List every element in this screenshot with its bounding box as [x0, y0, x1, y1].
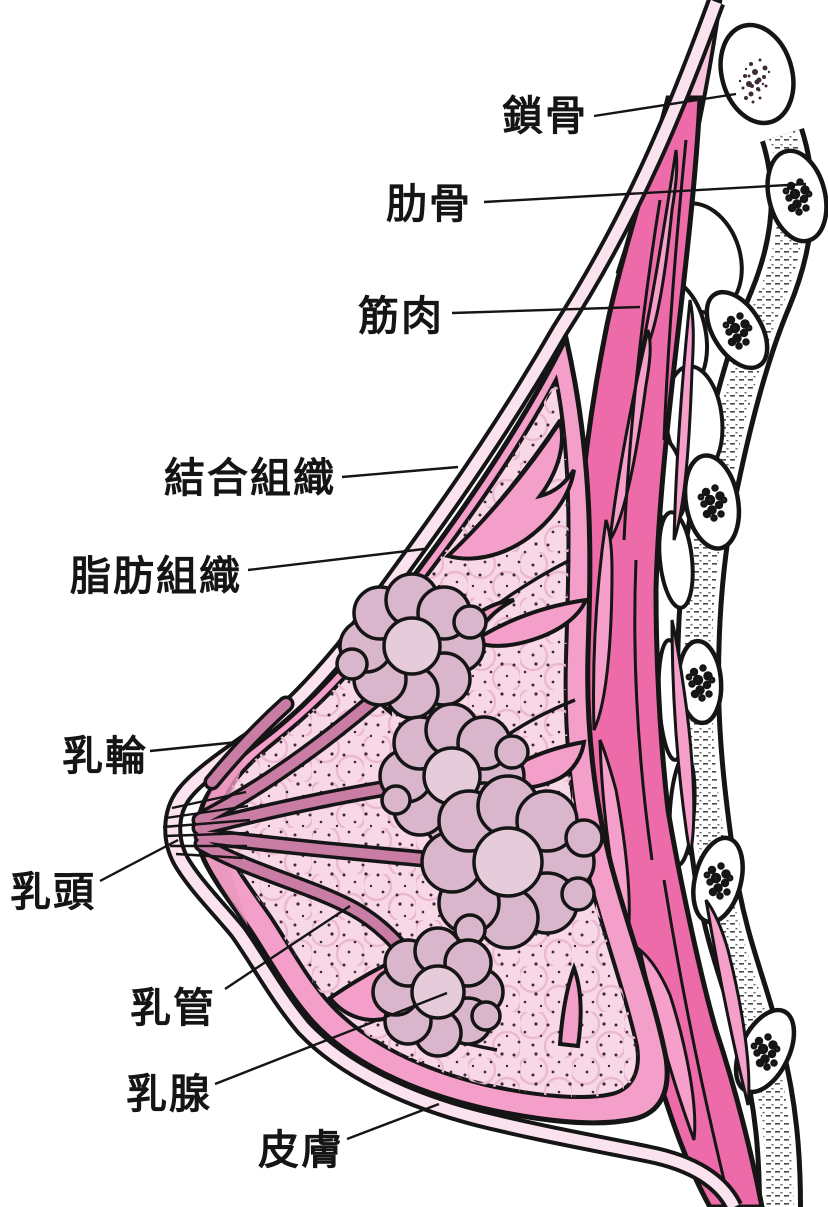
label-areola: 乳輪 [62, 732, 148, 780]
skin-contour [163, 0, 743, 1207]
leader-duct [224, 905, 351, 990]
leader-rib [483, 182, 807, 204]
gland-cluster [335, 572, 488, 720]
rib-bones [676, 148, 828, 1095]
rib-bone [765, 148, 828, 244]
leader-gland [214, 991, 448, 1086]
label-mammary-gland: 乳腺 [126, 1070, 212, 1118]
leader-areola [149, 740, 239, 753]
label-connective-tissue: 結合組織 [164, 454, 336, 502]
label-muscle: 筋肉 [358, 292, 444, 340]
leader-skin [346, 1102, 440, 1141]
leader-lines [99, 92, 807, 1141]
clavicle-bone [718, 22, 796, 126]
leader-muscle [451, 305, 641, 315]
label-clavicle: 鎖骨 [502, 92, 588, 140]
rib-bone [682, 453, 742, 551]
nipple-striations [162, 790, 251, 860]
gland-cluster [371, 926, 505, 1058]
mammary-gland-clusters [335, 572, 604, 1058]
labels: 鎖骨 肋骨 筋肉 結合組織 脂肪組織 乳輪 乳頭 乳管 乳腺 皮膚 [10, 92, 588, 1174]
gland-cluster [420, 774, 604, 950]
leader-connective [341, 465, 459, 479]
label-skin: 皮膚 [258, 1126, 344, 1174]
rib-bone [704, 289, 770, 371]
label-rib: 肋骨 [386, 180, 472, 228]
label-adipose-tissue: 脂肪組織 [70, 552, 242, 600]
label-nipple: 乳頭 [10, 868, 96, 916]
label-milk-duct: 乳管 [130, 984, 216, 1032]
leader-nipple [99, 838, 179, 883]
muscle-fiber-lines [622, 139, 726, 1181]
leader-adipose [247, 547, 425, 572]
leader-clavicle [593, 92, 737, 118]
